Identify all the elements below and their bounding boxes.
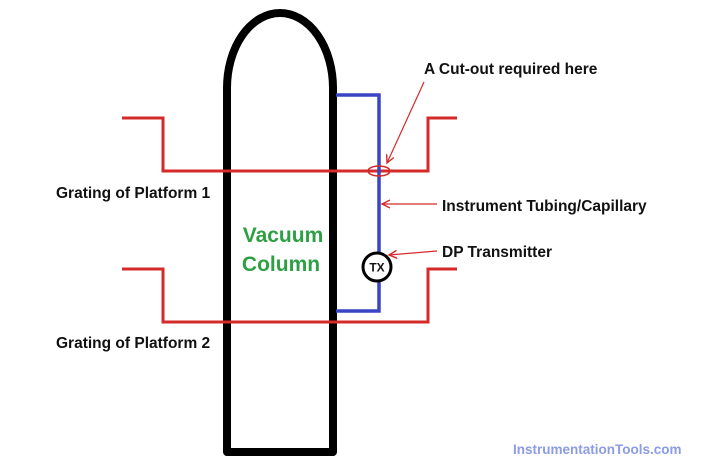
platform-2-label: Grating of Platform 2 <box>56 335 210 352</box>
cutout-note-label: A Cut-out required here <box>424 61 598 78</box>
transmitter-pointer-arrow <box>389 251 438 255</box>
column-label-line-1: Vacuum <box>243 224 324 247</box>
tubing-label: Instrument Tubing/Capillary <box>442 198 647 215</box>
platform-1-grating <box>122 116 457 173</box>
transmitter-symbol-text: TX <box>369 261 384 275</box>
dp-transmitter-symbol <box>361 251 393 283</box>
instrument-tubing <box>336 93 381 313</box>
site-watermark: InstrumentationTools.com <box>513 442 682 457</box>
vacuum-column-outline <box>223 9 337 456</box>
platform-2-grating <box>122 267 457 324</box>
column-label-line-2: Column <box>242 253 320 276</box>
platform-1-label: Grating of Platform 1 <box>56 185 211 202</box>
transmitter-label: DP Transmitter <box>442 244 552 261</box>
cutout-pointer-arrow <box>387 81 425 163</box>
cutout-marker <box>367 165 391 177</box>
